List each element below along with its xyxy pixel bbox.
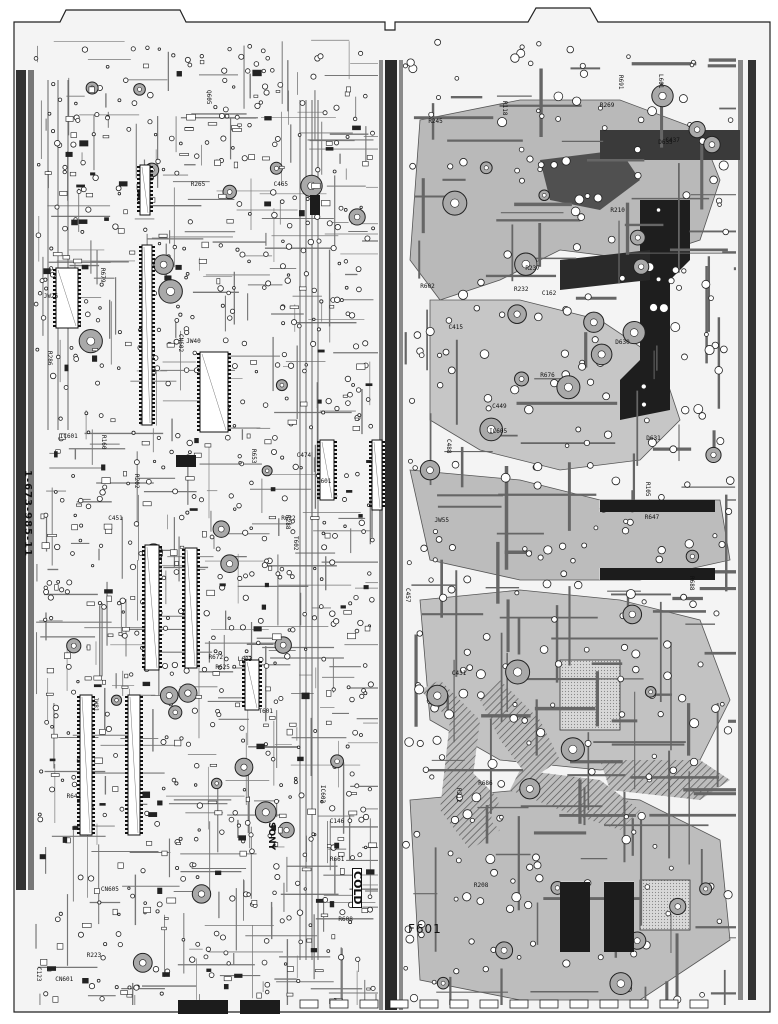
component-designator: IC602	[319, 784, 326, 803]
component-designator: R223	[86, 951, 102, 959]
component-designator: JW55	[434, 517, 449, 525]
zone-label: COLD	[351, 868, 364, 908]
component-designator: R269	[599, 101, 615, 109]
component-designator: R237	[525, 264, 540, 272]
component-designator: D635	[658, 138, 673, 146]
component-designator: R622	[281, 515, 296, 523]
component-designator: R641	[66, 793, 82, 801]
component-designator: R105	[644, 481, 652, 497]
component-designator: C146	[329, 817, 345, 825]
component-designator: C123	[35, 966, 43, 982]
component-designator: R653	[249, 448, 257, 464]
component-designator: R232	[514, 285, 529, 293]
component-designator: JW40	[186, 337, 201, 345]
component-designator: C415	[448, 324, 463, 332]
component-designator: R210	[610, 207, 625, 215]
component-designator: JW81	[91, 697, 99, 712]
component-designator: R602	[420, 282, 435, 290]
component-designator: Q601	[316, 478, 332, 486]
component-designator: R286	[46, 351, 54, 366]
component-designator: C162	[541, 289, 557, 297]
component-designator: CN601	[55, 976, 74, 984]
fuse-label: F601	[408, 922, 442, 936]
component-designator: R118	[500, 100, 508, 116]
component-designator: D631	[646, 434, 661, 442]
component-designator: R688	[687, 575, 695, 591]
component-designator: R691	[617, 74, 625, 90]
component-designator: D630	[615, 338, 630, 346]
component-designator: R661	[329, 856, 345, 864]
component-designator: R676	[540, 371, 555, 379]
component-designator: R265	[190, 180, 206, 188]
component-designator: C474	[296, 451, 312, 459]
component-designator: R672	[208, 653, 223, 661]
component-designator: CN605	[100, 885, 119, 893]
component-designator: JW26	[43, 292, 59, 300]
component-designator: R686	[478, 779, 493, 787]
component-designator: T602	[291, 535, 299, 551]
component-designator: Q605	[204, 90, 212, 105]
left-edge-strip	[16, 70, 26, 890]
component-designator: L601	[657, 74, 665, 89]
component-designator: L603	[237, 655, 253, 663]
component-designator: C431	[451, 670, 467, 678]
component-designator: IC601	[59, 432, 78, 440]
brand-label: SONY	[266, 822, 276, 851]
part-number-label: 1-673-985-11	[22, 470, 33, 558]
component-designator: C457	[404, 588, 412, 603]
component-designator: R288	[284, 514, 292, 530]
component-designator: R679	[98, 267, 106, 283]
component-designator: C449	[492, 403, 507, 411]
right-edge-strip	[748, 60, 756, 1000]
component-designator: R245	[428, 118, 443, 126]
component-designator: IC605	[489, 427, 508, 435]
component-designator: C437	[665, 136, 680, 144]
component-designator: R160	[100, 435, 108, 450]
component-designator: C488	[444, 439, 452, 454]
component-designator: R208	[473, 882, 489, 890]
component-designator: R202	[132, 474, 140, 489]
component-designator: R608	[338, 916, 353, 924]
isolation-divider	[385, 60, 397, 1010]
component-designator: C451	[108, 514, 123, 522]
component-designator: C465	[273, 180, 289, 188]
component-designator: R625	[215, 664, 230, 672]
component-designator: R212	[454, 788, 462, 803]
component-designator: CN602	[176, 334, 184, 353]
component-designator: R647	[644, 514, 660, 522]
component-designator: T601	[258, 708, 273, 716]
